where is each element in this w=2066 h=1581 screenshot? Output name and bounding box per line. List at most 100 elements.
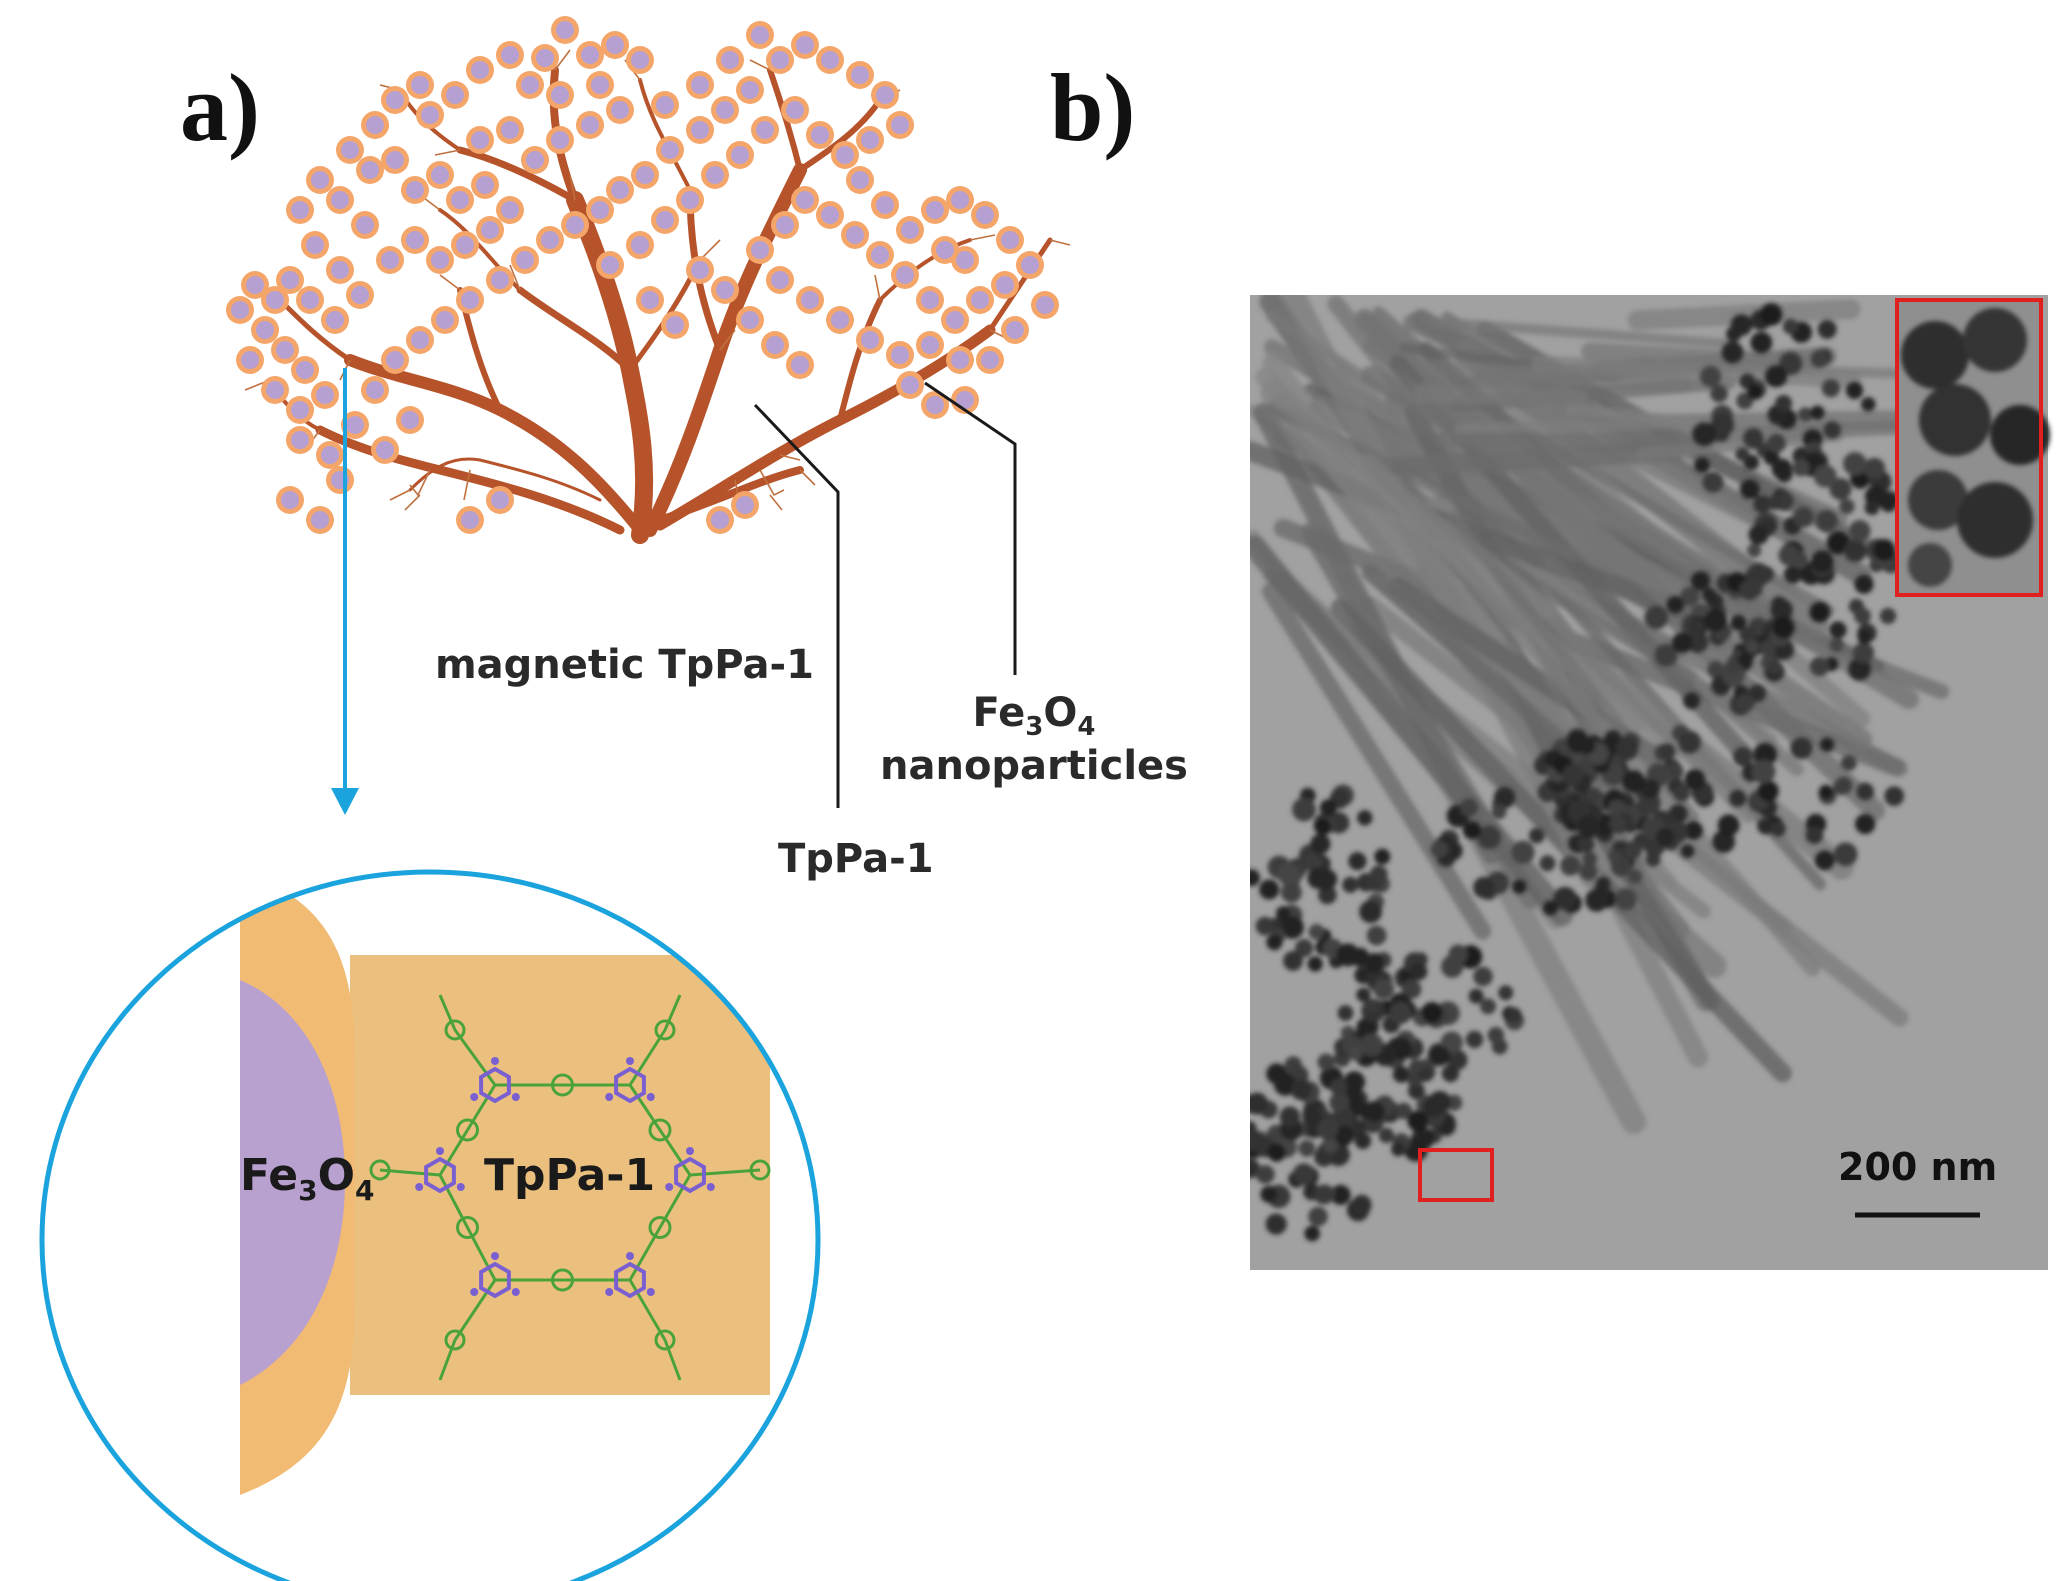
tem-particle [1582,851,1597,866]
tem-particle [1543,900,1558,916]
tem-particle [1680,844,1695,859]
tem-particle [1688,618,1705,636]
nanoparticle [601,31,629,59]
nanoparticle [326,466,354,494]
nanoparticle [321,306,349,334]
tem-particle [1739,579,1760,601]
tem-particle [1843,539,1867,563]
nanoparticle [831,141,859,169]
nanoparticle [931,236,959,264]
tem-particle [1829,637,1844,653]
tem-particle [1560,855,1581,876]
nanoparticle [326,256,354,284]
tem-particle [1265,1213,1287,1235]
nanoparticle [766,266,794,294]
nanoparticle [381,146,409,174]
callout-fe3o4-nanoparticles: Fe3O4 nanoparticles [880,690,1188,789]
tem-particle [1351,1194,1372,1215]
tem-particle [1480,998,1496,1015]
nanoparticle [531,44,559,72]
tem-particle [1757,818,1774,835]
tem-particle [1644,605,1669,630]
phenyl-ring [749,1159,771,1181]
tem-particle [1810,405,1825,420]
nanoparticle [896,216,924,244]
nanoparticle [576,41,604,69]
tem-particle [1337,1108,1356,1127]
tem-particle [1463,821,1482,840]
panel-label-b: b) [1050,54,1136,161]
nanoparticle [261,286,289,314]
nanoparticle [941,306,969,334]
nanoparticle [451,231,479,259]
nanoparticle [686,116,714,144]
tem-particle [1848,520,1871,542]
tem-particle [1369,865,1388,883]
tem-particle [1267,1143,1286,1162]
nanoparticle [396,406,424,434]
fiber [1581,342,1819,373]
nanoparticle [596,251,624,279]
nanoparticle [496,116,524,144]
tem-particle [1810,349,1829,368]
tem-particle [1448,944,1468,965]
tem-particle [1577,815,1601,839]
tem-particle [1295,939,1314,958]
tem-particle [1817,319,1837,339]
nanoparticle [766,46,794,74]
tem-particle [1702,587,1717,603]
tem-particle [1753,494,1772,514]
fe3o4-nanoparticles [226,16,1059,534]
tem-particle [1357,810,1373,826]
nanoparticle [1001,316,1029,344]
tem-particle [1342,876,1359,894]
tem-particle [1792,459,1810,477]
tem-particle [1304,1225,1320,1242]
nanoparticle [636,286,664,314]
nanoparticle [286,396,314,424]
nanoparticle [891,261,919,289]
tem-zoom-inset [1895,298,2050,597]
tem-particle [1317,1118,1339,1140]
nanoparticle [251,316,279,344]
tem-particle [1348,852,1367,871]
nanoparticle [751,116,779,144]
tem-particle [1577,835,1595,853]
tem-particle [1276,906,1291,921]
tem-particle [1360,1033,1384,1057]
nanoparticle [886,111,914,139]
nanoparticle [781,96,809,124]
tem-particle [1421,1002,1443,1024]
nanoparticle [341,411,369,439]
nanoparticle [371,436,399,464]
tem-particle [1678,731,1701,754]
nanoparticle [356,156,384,184]
fiber [1361,452,1821,977]
nanoparticle [706,506,734,534]
tem-particle [1419,1129,1435,1145]
tem-particle [1743,428,1764,449]
tem-particle [1809,656,1830,677]
leader-line-tppa [753,403,840,808]
tem-particle [1401,979,1422,999]
nanoparticle [401,176,429,204]
triformyl-node [415,1147,465,1194]
nanoparticle [701,161,729,189]
tem-particle [1391,1142,1406,1157]
nanoparticle [626,231,654,259]
nanoparticle [736,76,764,104]
tem-particle [1747,543,1762,558]
nanoparticle [241,271,269,299]
tem-particle [1529,827,1545,844]
tem-particle [1441,1064,1460,1083]
tem-particle [1813,464,1837,488]
tem-particle [1250,1092,1269,1115]
scale-bar-label: 200 nm [1838,1145,1998,1189]
tem-particle [1465,1030,1484,1049]
nanoparticle [426,161,454,189]
tem-particle [1766,433,1786,453]
nanoparticle [401,226,429,254]
nanoparticle [996,226,1024,254]
nanoparticle [871,191,899,219]
